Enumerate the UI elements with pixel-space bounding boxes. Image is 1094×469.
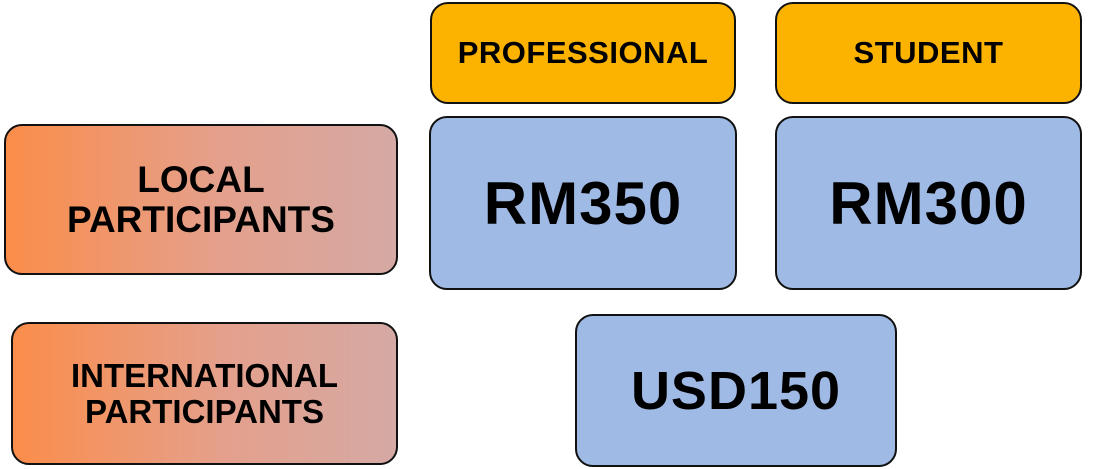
row-label-international-line2: PARTICIPANTS bbox=[85, 392, 324, 430]
row-label-local-line1: LOCAL bbox=[137, 158, 265, 200]
row-label-international-participants: INTERNATIONAL PARTICIPANTS bbox=[11, 322, 398, 465]
row-label-local-line2: PARTICIPANTS bbox=[67, 198, 335, 240]
column-header-student: STUDENT bbox=[775, 2, 1082, 104]
row-label-international-line1: INTERNATIONAL bbox=[70, 356, 339, 394]
price-local-professional: RM350 bbox=[429, 116, 737, 290]
price-local-student: RM300 bbox=[775, 116, 1082, 290]
price-international: USD150 bbox=[575, 314, 897, 467]
column-header-professional: PROFESSIONAL bbox=[430, 2, 736, 104]
row-label-local-participants: LOCAL PARTICIPANTS bbox=[4, 124, 398, 275]
